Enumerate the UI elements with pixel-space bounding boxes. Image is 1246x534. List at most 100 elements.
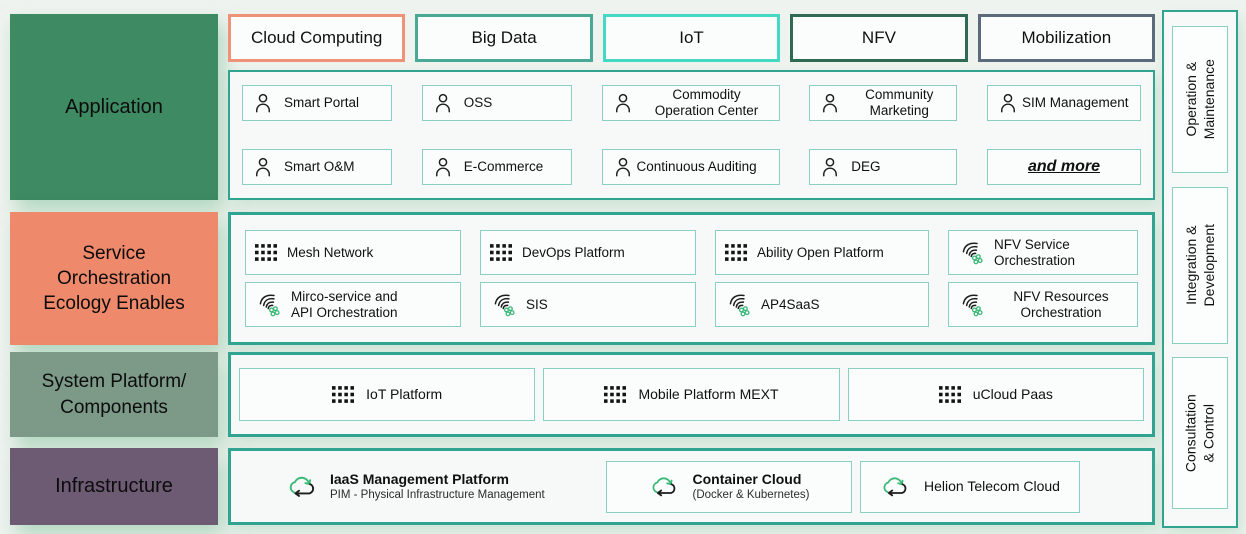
person-icon (819, 92, 841, 114)
app-item-label: DEG (851, 159, 881, 175)
service-item-label: DevOps Platform (522, 244, 625, 260)
system-item-label: IoT Platform (366, 386, 443, 403)
tab-iot: IoT (602, 14, 781, 62)
service-item-label: NFV Service Orchestration (994, 236, 1076, 268)
app-item-smart-portal: Smart Portal (242, 85, 392, 121)
service-item-nfv-resources-orchestration: NFV Resources Orchestration (948, 282, 1138, 327)
app-item-label: Smart O&M (284, 159, 355, 175)
iaas-title: IaaS Management Platform (330, 470, 509, 487)
person-icon (612, 156, 634, 178)
person-icon (612, 92, 634, 114)
service-item-devops-platform: DevOps Platform (480, 230, 696, 275)
left-block-label-application: Application (65, 95, 163, 118)
tab-label: Mobilization (1021, 28, 1112, 47)
tab-label: NFV (861, 28, 896, 47)
stream-icon (958, 292, 984, 318)
person-icon (252, 92, 274, 114)
app-item-label: Continuous Auditing (636, 159, 757, 175)
left-block-label-infrastructure: Infrastructure (55, 475, 173, 498)
grid-icon (604, 386, 626, 403)
tab-label: Cloud Computing (251, 28, 383, 47)
app-item-commodity-operation-center: Commodity Operation Center (601, 85, 780, 121)
app-item-oss: OSS (421, 85, 572, 121)
stream-icon (490, 292, 516, 318)
person-icon (252, 156, 274, 178)
grid-icon (255, 244, 277, 261)
left-block-label-system-platform: System Platform/ Components (41, 371, 187, 418)
left-block-infrastructure: Infrastructure (10, 448, 218, 525)
container-cloud-title: Container Cloud (692, 470, 802, 487)
iaas-subtitle: PIM - Physical Infrastructure Management (330, 489, 545, 502)
container-cloud-subtitle: (Docker & Kubernetes) (692, 489, 810, 502)
application-grid: Smart Portal OSS Commodity Operation Cen… (242, 85, 1141, 185)
tab-mobilization: Mobilization (977, 14, 1156, 62)
service-orchestration-grid: Mesh Network DevOps Platform Ability Ope… (245, 230, 1138, 327)
sidebar-item-consultation-control: Consultation & Control (1172, 357, 1228, 509)
grid-icon (332, 386, 354, 403)
and-more-label: and more (1027, 158, 1100, 175)
cloud-sync-icon (880, 475, 910, 499)
stream-icon (725, 292, 751, 318)
stream-icon (255, 292, 281, 318)
app-item-label: Smart Portal (284, 95, 360, 111)
app-item-community-marketing: Community Marketing (809, 85, 958, 121)
service-item-label: SIS (526, 296, 548, 312)
left-block-system-platform: System Platform/ Components (10, 352, 218, 437)
service-item-mesh-network: Mesh Network (245, 230, 461, 275)
service-item-label: Mesh Network (287, 244, 374, 260)
app-item-e-commerce: E-Commerce (421, 149, 572, 185)
technology-tabs: Cloud Computing Big Data IoT NFV Mobiliz… (228, 14, 1156, 62)
application-panel: Smart Portal OSS Commodity Operation Cen… (228, 70, 1155, 200)
tab-nfv: NFV (790, 14, 968, 62)
service-item-label: NFV Resources Orchestration (1013, 288, 1109, 320)
system-item-label: uCloud Paas (972, 386, 1053, 403)
stream-icon (958, 240, 984, 266)
service-item-label: Mirco-service and API Orchestration (291, 288, 398, 320)
left-block-label-service-orchestration: Service Orchestration Ecology Enables (43, 242, 185, 315)
cloud-sync-icon (286, 474, 318, 500)
app-item-label: OSS (463, 95, 493, 111)
person-icon (819, 156, 841, 178)
cloud-sync-icon (649, 475, 679, 499)
grid-icon (725, 244, 747, 261)
lifecycle-sidebar: Operation & Maintenance Integration & De… (1162, 10, 1238, 528)
service-item-nfv-service-orchestration: NFV Service Orchestration (948, 230, 1138, 275)
service-item-label: AP4SaaS (761, 296, 820, 312)
tab-label: IoT (679, 28, 704, 47)
grid-icon (939, 386, 961, 403)
person-icon (997, 92, 1019, 114)
sidebar-item-operation-maintenance: Operation & Maintenance (1172, 26, 1228, 173)
app-item-label: Community Marketing (865, 87, 934, 118)
container-cloud-text: Container Cloud (Docker & Kubernetes) (693, 471, 810, 503)
infrastructure-panel: IaaS Management Platform PIM - Physical … (228, 448, 1155, 525)
person-icon (432, 156, 454, 178)
helion-title: Helion Telecom Cloud (924, 477, 1060, 494)
sidebar-item-label: Consultation & Control (1182, 394, 1218, 472)
iaas-text: IaaS Management Platform PIM - Physical … (330, 471, 545, 503)
app-item-continuous-auditing: Continuous Auditing (601, 149, 780, 185)
service-item-ap4saas: AP4SaaS (715, 282, 929, 327)
infra-item-container-cloud: Container Cloud (Docker & Kubernetes) (606, 460, 852, 513)
app-item-label: Commodity Operation Center (654, 87, 759, 118)
infra-item-iaas-management-platform: IaaS Management Platform PIM - Physical … (286, 471, 586, 503)
system-item-label: Mobile Platform MEXT (638, 386, 779, 403)
sidebar-item-integration-development: Integration & Development (1172, 186, 1228, 344)
service-item-sis: SIS (480, 282, 696, 327)
app-item-deg: DEG (809, 149, 958, 185)
tab-label: Big Data (471, 28, 537, 47)
service-item-label: Ability Open Platform (757, 244, 884, 260)
app-item-smart-oandm: Smart O&M (242, 149, 392, 185)
app-item-label: E-Commerce (463, 159, 544, 175)
tab-cloud-computing: Cloud Computing (228, 14, 406, 62)
system-item-mobile-platform-mext: Mobile Platform MEXT (543, 368, 840, 421)
system-item-ucloud-paas: uCloud Paas (847, 368, 1144, 421)
sidebar-item-label: Integration & Development (1182, 223, 1217, 307)
sidebar-item-label: Operation & Maintenance (1182, 59, 1218, 140)
left-block-service-orchestration: Service Orchestration Ecology Enables (10, 212, 218, 345)
system-item-iot-platform: IoT Platform (239, 368, 536, 421)
service-item-micro-service-api-orchestration: Mirco-service and API Orchestration (245, 282, 461, 327)
service-orchestration-panel: Mesh Network DevOps Platform Ability Ope… (228, 212, 1155, 345)
person-icon (432, 92, 454, 114)
system-platform-panel: IoT Platform Mobile Platform MEXT uCloud… (228, 352, 1155, 437)
